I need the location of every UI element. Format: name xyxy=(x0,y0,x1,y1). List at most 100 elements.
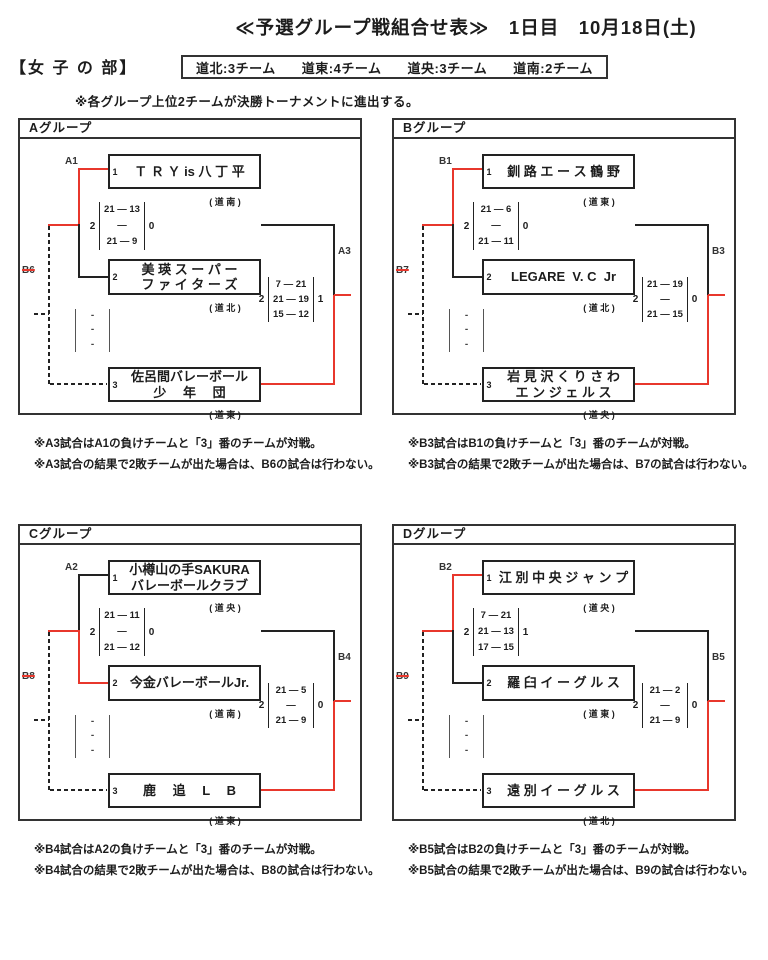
set-scores: 21 — 19 — 21 — 15 xyxy=(642,277,688,322)
match1-label: B2 xyxy=(439,562,452,573)
set-scores: 7 — 21 21 — 19 15 — 12 xyxy=(268,277,314,322)
feeder-match-label-cancelled: B7 xyxy=(396,265,409,276)
sets-won-right: 0 xyxy=(317,700,324,711)
team-box-2: 2 美 瑛 ス ー パ ー フ ァ イ タ ー ズ xyxy=(108,259,261,295)
team-region: ( 道 央 ) xyxy=(583,410,615,420)
seed-number: 2 xyxy=(112,678,118,688)
team-box-3: 3 佐呂間バレーボール 少 年 団 xyxy=(108,367,261,402)
sets-won-left: 2 xyxy=(89,220,96,232)
seed-number: 1 xyxy=(486,572,492,583)
group-notes: ※B5試合はB2の負けチームと「3」番のチームが対戦。 ※B5試合の結果で2敗チ… xyxy=(408,844,754,877)
unplayed-match-score-placeholder: - - - xyxy=(449,715,484,758)
group-bracket: Dグループ B2 B5 B9 1 江 別 中 央 ジ ャ ン プ ( 道 央 xyxy=(392,524,736,826)
team-box-2: 2 LEGARE V. C Jr xyxy=(482,259,635,295)
team-name: 岩 見 沢 く り さ わ エ ン ジ ェ ル ス xyxy=(507,369,620,400)
team-region: ( 道 南 ) xyxy=(209,197,241,207)
sets-won-right: 0 xyxy=(691,700,698,711)
page-title: ≪予選グループ戦組合せ表≫ 1日目 10月18日(土) xyxy=(235,17,697,38)
team-name: 小樽山の手SAKURA バレーボールクラブ xyxy=(129,562,250,593)
unplayed-match-score-placeholder: - - - xyxy=(449,309,484,352)
group-title: Dグループ xyxy=(403,527,467,541)
match2-label: A3 xyxy=(338,246,351,257)
team-name: 遠 別 イ ー グ ル ス xyxy=(507,782,620,798)
set-scores: 21 — 5 — 21 — 9 xyxy=(268,683,314,728)
team-region: ( 道 北 ) xyxy=(583,303,615,313)
group-panel: Cグループ A2 B4 B8 1 小樽山の手SAKURA バレーボールクラブ ( xyxy=(18,524,380,877)
sets-won-right: 0 xyxy=(522,220,529,232)
seed-number: 2 xyxy=(486,272,492,282)
team-region: ( 道 東 ) xyxy=(209,816,241,826)
sets-won-right: 0 xyxy=(691,294,698,305)
sets-won-left: 2 xyxy=(463,626,470,638)
team-box-3: 3 遠 別 イ ー グ ル ス xyxy=(482,773,635,808)
sets-won-left: 2 xyxy=(632,294,639,305)
team-name: LEGARE V. C Jr xyxy=(511,269,616,285)
team-name: 鹿 追 L B xyxy=(143,782,236,798)
match1-label: A1 xyxy=(65,156,78,167)
seed-number: 1 xyxy=(486,166,492,177)
group-title: Bグループ xyxy=(403,121,467,135)
match2-label: B5 xyxy=(712,652,725,663)
group-header: Cグループ xyxy=(20,526,360,545)
team-box-1: 1 小樽山の手SAKURA バレーボールクラブ xyxy=(108,560,261,595)
match2-score: 2 21 — 19 — 21 — 15 0 xyxy=(629,277,701,322)
set-scores: 21 — 2 — 21 — 9 xyxy=(642,683,688,728)
group-notes: ※B3試合はB1の負けチームと「3」番のチームが対戦。 ※B3試合の結果で2敗チ… xyxy=(408,438,754,471)
set-scores: 21 — 13 — 21 — 9 xyxy=(99,202,145,250)
group-notes: ※A3試合はA1の負けチームと「3」番のチームが対戦。 ※A3試合の結果で2敗チ… xyxy=(34,438,380,471)
group-title: Cグループ xyxy=(29,527,93,541)
team-box-2: 2 今金バレーボールJr. xyxy=(108,665,261,701)
match1-score: 2 7 — 21 21 — 13 17 — 15 1 xyxy=(460,608,532,656)
team-box-3: 3 鹿 追 L B xyxy=(108,773,261,808)
region-summary-box: 道北:3チーム 道東:4チーム 道央:3チーム 道南:2チーム xyxy=(181,55,608,79)
set-scores: 21 — 6 — 21 — 11 xyxy=(473,202,519,250)
advancement-note: ※各グループ上位2チームが決勝トーナメントに進出する。 xyxy=(75,95,419,109)
sets-won-left: 2 xyxy=(463,220,470,232)
bracket-lines-graphic xyxy=(34,168,351,385)
team-name: 美 瑛 ス ー パ ー フ ァ イ タ ー ズ xyxy=(141,261,238,293)
feeder-match-label-cancelled: B6 xyxy=(22,265,35,276)
match1-label: B1 xyxy=(439,156,452,167)
unplayed-match-score-placeholder: - - - xyxy=(75,309,110,352)
division-label: 【女 子 の 部】 xyxy=(10,60,138,77)
seed-number: 3 xyxy=(112,379,118,390)
sets-won-right: 1 xyxy=(317,294,324,305)
bracket-lines-graphic xyxy=(408,574,725,791)
group-panel: Aグループ A1 A3 B6 1 Ｔ Ｒ Ｙ is 八 丁 平 ( 道 南 ) xyxy=(18,118,380,471)
sets-won-left: 2 xyxy=(258,294,265,305)
team-name: 江 別 中 央 ジ ャ ン プ xyxy=(498,569,629,585)
feeder-match-label-cancelled: B8 xyxy=(22,671,35,682)
match1-label: A2 xyxy=(65,562,78,573)
region-count-dohoku: 道北:3チーム xyxy=(196,60,276,76)
region-count-doo: 道央:3チーム xyxy=(407,60,488,76)
match1-score: 2 21 — 13 — 21 — 9 0 xyxy=(86,202,158,250)
seed-number: 3 xyxy=(486,379,492,390)
match2-score: 2 21 — 2 — 21 — 9 0 xyxy=(629,683,701,728)
team-box-3: 3 岩 見 沢 く り さ わ エ ン ジ ェ ル ス xyxy=(482,367,635,402)
region-count-doto: 道東:4チーム xyxy=(301,60,382,76)
seed-number: 3 xyxy=(486,785,492,796)
group-panel: Dグループ B2 B5 B9 1 江 別 中 央 ジ ャ ン プ ( 道 央 xyxy=(392,524,754,877)
match2-label: B4 xyxy=(338,652,351,663)
group-header: Bグループ xyxy=(394,120,734,139)
seed-number: 2 xyxy=(486,678,492,688)
match1-score: 2 21 — 6 — 21 — 11 0 xyxy=(460,202,532,250)
sets-won-right: 0 xyxy=(148,626,155,638)
seed-number: 1 xyxy=(112,166,118,177)
group-bracket: Cグループ A2 B4 B8 1 小樽山の手SAKURA バレーボールクラブ ( xyxy=(18,524,362,826)
team-name: 今金バレーボールJr. xyxy=(129,675,250,691)
region-count-donan: 道南:2チーム xyxy=(513,60,593,76)
team-region: ( 道 南 ) xyxy=(209,709,241,719)
group-header: Dグループ xyxy=(394,526,734,545)
match1-score: 2 21 — 11 — 21 — 12 0 xyxy=(86,608,158,656)
sets-won-right: 0 xyxy=(148,220,155,232)
team-region: ( 道 東 ) xyxy=(583,197,615,207)
group-header: Aグループ xyxy=(20,120,360,139)
team-region: ( 道 北 ) xyxy=(583,816,615,826)
seed-number: 1 xyxy=(112,572,118,583)
sets-won-left: 2 xyxy=(89,626,96,638)
match2-score: 2 7 — 21 21 — 19 15 — 12 1 xyxy=(255,277,327,322)
team-name: 羅 臼 イ ー グ ル ス xyxy=(507,675,620,691)
feeder-match-label-cancelled: B9 xyxy=(396,671,409,682)
